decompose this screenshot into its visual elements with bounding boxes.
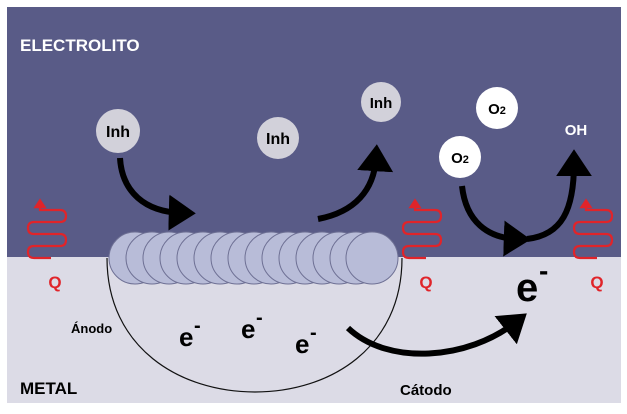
molecule-circle (96, 109, 140, 153)
oxygen-subscript: 2 (463, 154, 469, 166)
oxygen-subscript: 2 (500, 105, 506, 117)
anode-boundary (106, 257, 403, 393)
heat-label: Q (419, 273, 432, 292)
cathode-label: Cátodo (400, 382, 452, 399)
inhibitor-label: Inh (370, 95, 393, 112)
hydroxide-label: OH (565, 122, 588, 139)
oxygen-label: O2 (451, 150, 469, 167)
curved-arrow-icon (317, 144, 394, 222)
molecule-circle (257, 117, 299, 159)
electron-symbol: e (241, 314, 255, 344)
electron-charge: - (539, 255, 548, 286)
heat-wave-arrow-icon (572, 198, 614, 260)
inhibitor-label: Inh (106, 124, 130, 141)
molecule-circle (476, 87, 518, 129)
electron-3: e - (295, 322, 317, 359)
oxygen-symbol: O (488, 101, 500, 118)
inhibitor-molecule-top: Inh (361, 82, 401, 122)
curved-arrow-icon (117, 157, 196, 231)
metal-label: METAL (20, 379, 77, 398)
anode-label: Ánodo (71, 321, 112, 336)
heat-label: Q (590, 273, 603, 292)
heat-indicator-middle: Q (401, 198, 443, 292)
electrolyte-label: ELECTROLITO (20, 36, 140, 55)
electron-cathode: e - (516, 255, 548, 310)
heat-indicator-right: Q (572, 198, 614, 292)
oxygen-molecule-lower: O2 (439, 136, 481, 178)
curved-arrow-icon (459, 185, 531, 257)
electron-symbol: e (179, 322, 193, 352)
curved-arrow-icon (345, 313, 527, 357)
electron-charge: - (310, 322, 317, 344)
molecule-circle (439, 136, 481, 178)
curved-arrow-icon (526, 149, 592, 242)
adsorbed-inhibitor-film (108, 231, 399, 285)
inhibitor-label: Inh (266, 131, 290, 148)
electron-symbol: e (516, 266, 538, 310)
heat-wave-arrow-icon (26, 198, 68, 260)
heat-label: Q (48, 273, 61, 292)
electron-2: e - (241, 307, 263, 344)
electron-charge: - (194, 315, 201, 337)
oxygen-label: O2 (488, 101, 506, 118)
molecule-circle (361, 82, 401, 122)
film-circle (345, 231, 399, 285)
oxygen-symbol: O (451, 150, 463, 167)
heat-indicator-left: Q (26, 198, 68, 292)
inhibitor-molecule-left: Inh (96, 109, 140, 153)
heat-wave-arrow-icon (401, 198, 443, 260)
electron-charge: - (256, 307, 263, 329)
electron-1: e - (179, 315, 201, 352)
inhibitor-molecule-middle: Inh (257, 117, 299, 159)
electron-symbol: e (295, 329, 309, 359)
oxygen-molecule-top: O2 (476, 87, 518, 129)
